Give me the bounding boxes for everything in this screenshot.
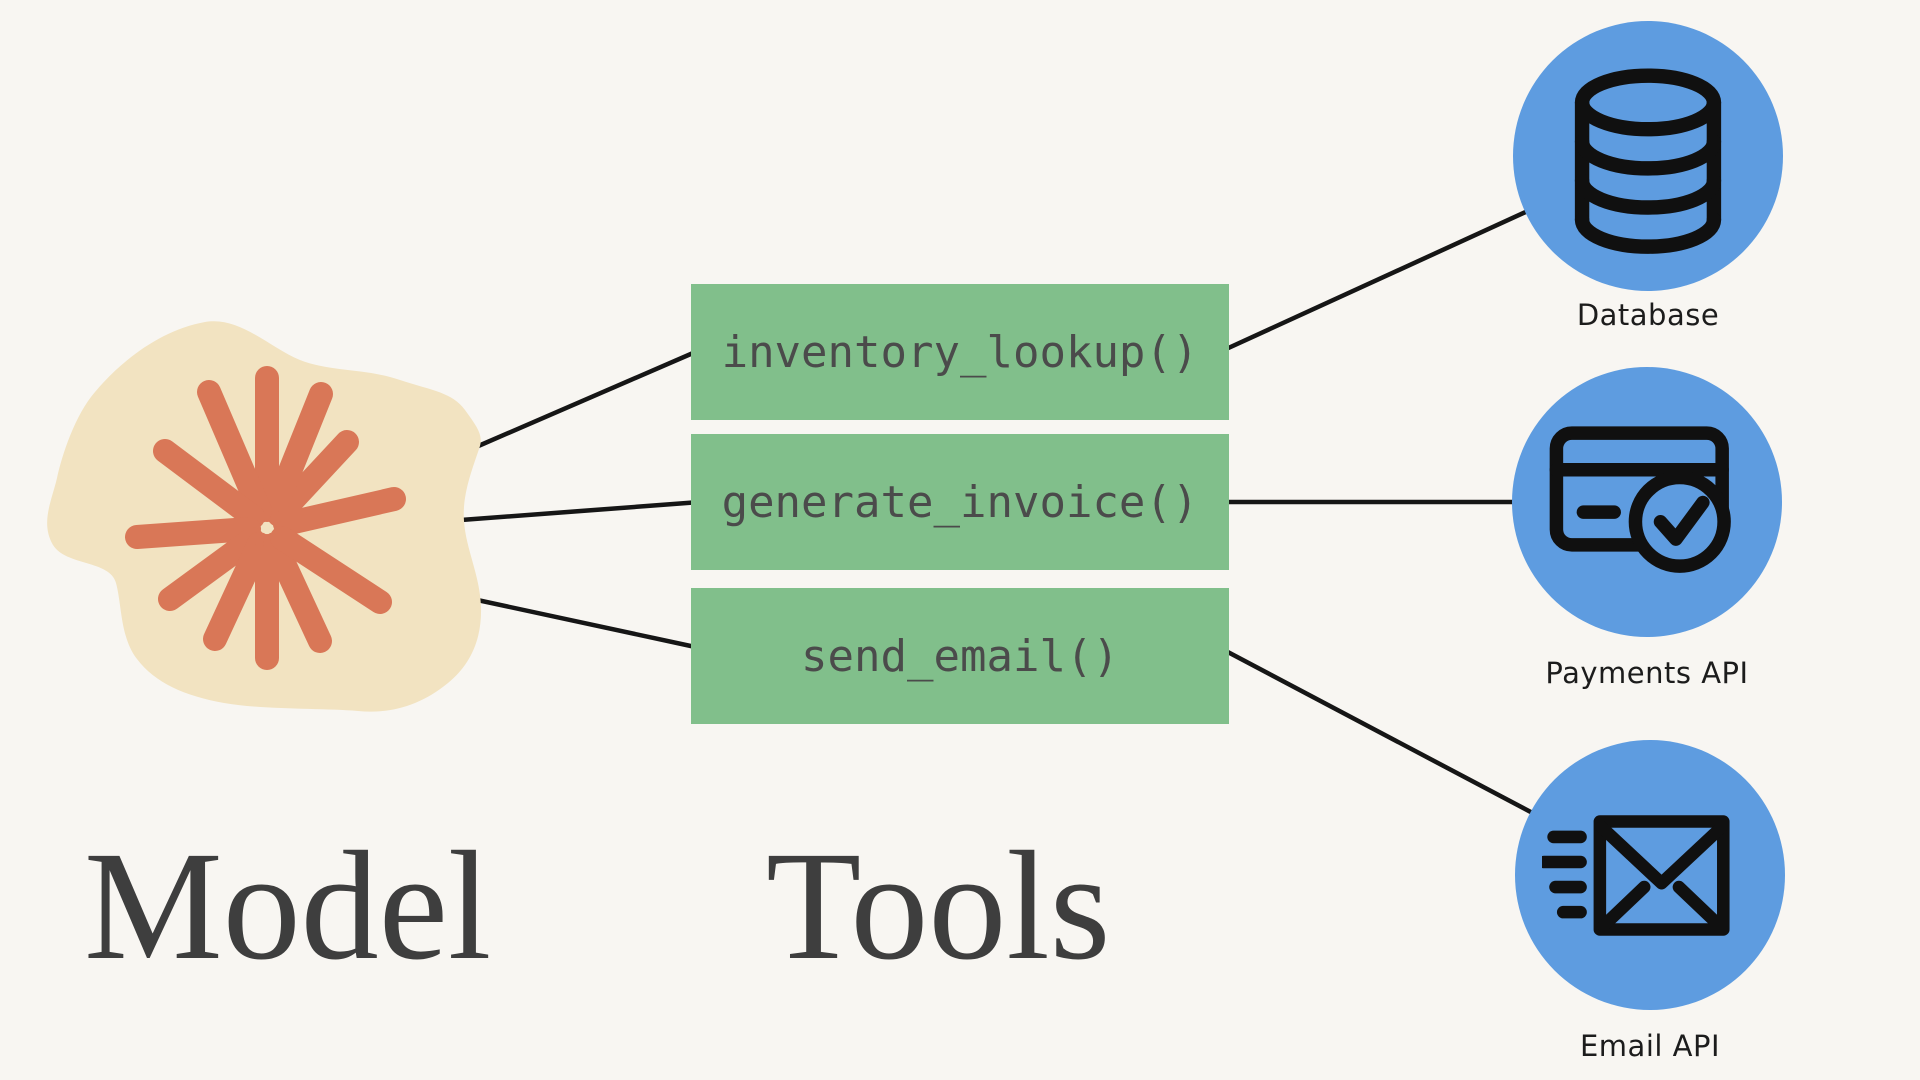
email-circle: [1515, 740, 1785, 1010]
tool-box-inventory-lookup: inventory_lookup(): [691, 284, 1229, 420]
database-label: Database: [1576, 298, 1720, 332]
database-circle: [1513, 21, 1783, 291]
model-title: Model: [84, 819, 492, 992]
tools-title: Tools: [766, 819, 1111, 992]
tool-label-inventory-lookup: inventory_lookup(): [721, 326, 1199, 378]
email-send-icon: [1542, 814, 1730, 936]
tool-label-send-email: send_email(): [801, 630, 1119, 682]
connector-model-inventory: [475, 347, 701, 450]
tool-box-send-email: send_email(): [691, 588, 1229, 724]
payments-circle: [1512, 367, 1782, 637]
tool-box-generate-invoice: generate_invoice(): [691, 434, 1229, 570]
connector-model-email: [467, 595, 701, 651]
email-api-label: Email API: [1579, 1029, 1721, 1063]
tool-label-generate-invoice: generate_invoice(): [721, 476, 1199, 528]
payments-api-label: Payments API: [1545, 656, 1749, 690]
credit-card-check-icon: [1549, 425, 1731, 573]
claude-starburst-icon: [125, 366, 406, 670]
database-icon: [1574, 68, 1722, 254]
connector-model-invoice: [460, 499, 701, 523]
